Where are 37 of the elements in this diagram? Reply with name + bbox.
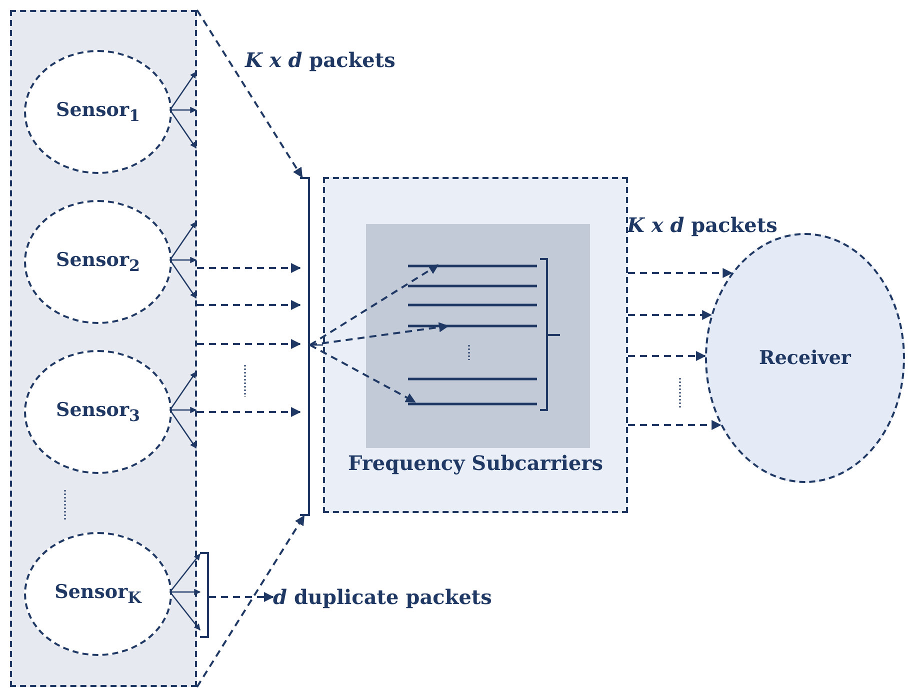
receiver-label: Receiver <box>759 347 851 369</box>
arrow <box>169 71 197 110</box>
arrow <box>309 264 439 346</box>
arrow <box>628 351 706 361</box>
arrow <box>628 420 722 430</box>
arrow <box>197 407 301 417</box>
sensor-label: Sensor$_{2}$ <box>56 249 140 275</box>
arrow <box>170 592 200 630</box>
bracket <box>300 177 310 516</box>
arrow <box>169 371 197 410</box>
packet-count-label: K x d packets <box>245 48 396 72</box>
arrow <box>197 300 301 310</box>
box-title: Frequency Subcarriers <box>348 451 603 475</box>
packet-count-label: K x d packets <box>627 213 778 237</box>
arrow <box>197 263 301 273</box>
sensor-panel <box>10 10 197 687</box>
arrow <box>170 554 200 592</box>
arrow <box>628 268 733 278</box>
arrow <box>628 310 712 320</box>
arrow <box>170 106 197 114</box>
arrow <box>170 256 197 264</box>
arrow <box>169 221 197 260</box>
arrow <box>196 9 303 178</box>
sensor-label: Sensor$_{K}$ <box>54 581 142 607</box>
subcarrier-box <box>323 177 628 513</box>
arrow <box>170 588 201 596</box>
arrow <box>209 592 274 602</box>
arrow <box>310 322 449 346</box>
arrow <box>196 515 305 688</box>
arrow <box>170 406 197 414</box>
sensor-label: Sensor$_{3}$ <box>56 399 140 425</box>
arrow <box>310 344 416 403</box>
arrow <box>197 339 301 349</box>
annotation-text: d duplicate packets <box>273 585 492 609</box>
bracket <box>200 552 209 638</box>
sensor-label: Sensor$_{1}$ <box>56 99 140 125</box>
subcarrier-panel <box>366 224 590 448</box>
